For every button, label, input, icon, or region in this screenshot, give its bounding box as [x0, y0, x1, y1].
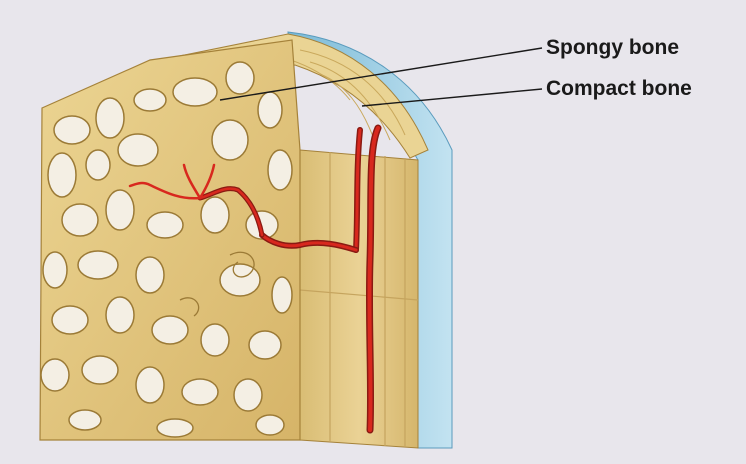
spongy-bone-label: Spongy bone — [546, 36, 679, 60]
compact-bone-label: Compact bone — [546, 77, 692, 101]
